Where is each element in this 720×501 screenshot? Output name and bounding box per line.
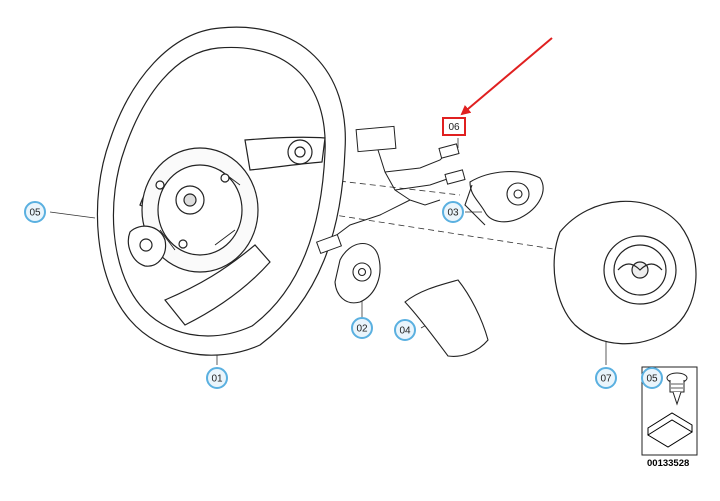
callout-label: 03	[447, 208, 459, 219]
left-switch-module-icon[interactable]	[334, 243, 381, 304]
arrow-pointer-icon	[460, 37, 553, 116]
callout-05-left[interactable]: 05	[24, 201, 46, 223]
callout-label: 01	[211, 374, 223, 385]
callout-01[interactable]: 01	[206, 367, 228, 389]
callout-label: 02	[356, 324, 368, 335]
steering-wheel-icon[interactable]	[96, 26, 346, 356]
callout-04[interactable]: 04	[394, 319, 416, 341]
callout-label: 05	[646, 374, 658, 385]
callout-label: 05	[29, 208, 41, 219]
screw-icon	[666, 372, 688, 406]
screw-inset[interactable]: 05	[641, 366, 698, 456]
document-number: 00133528	[647, 458, 689, 469]
callout-label: 06	[448, 122, 460, 133]
callout-03[interactable]: 03	[442, 201, 464, 223]
callout-label: 04	[399, 326, 411, 337]
callout-07[interactable]: 07	[595, 367, 617, 389]
wiring-harness-icon[interactable]	[315, 125, 466, 255]
callout-06-highlight[interactable]: 06	[442, 117, 466, 136]
reference-arrow-icon	[647, 412, 693, 448]
trim-cover-icon[interactable]	[404, 279, 489, 357]
right-switch-cover-icon[interactable]	[464, 171, 544, 226]
callout-02[interactable]: 02	[351, 317, 373, 339]
airbag-module-icon[interactable]	[553, 200, 697, 345]
callout-label: 07	[600, 374, 612, 385]
